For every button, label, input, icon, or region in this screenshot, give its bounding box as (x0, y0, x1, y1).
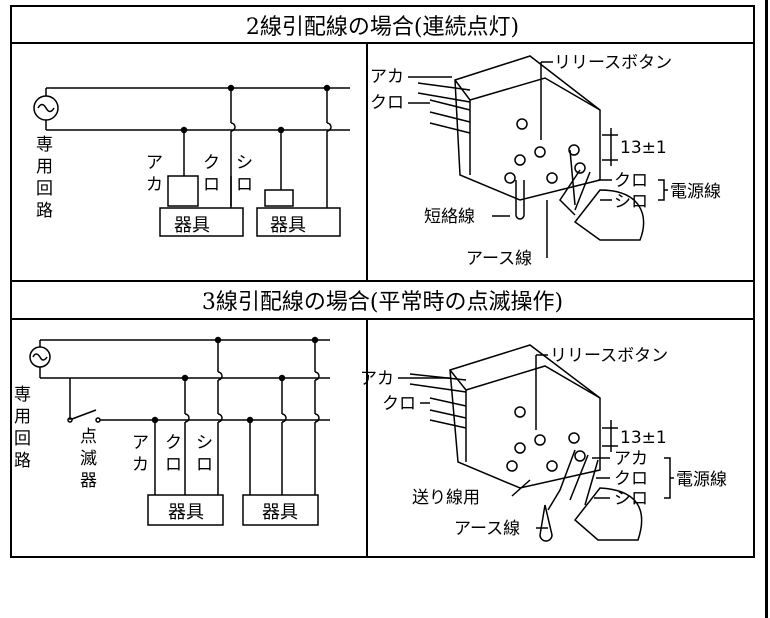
terminal1-power-kuro: クロ (614, 171, 648, 191)
terminal2-wire-aka: アカ (360, 369, 394, 389)
terminal2-release-button-label: リリースボタン (550, 346, 668, 366)
terminal1-earth-wire: アース線 (466, 249, 532, 269)
circuit1-wire-aka: ア (146, 153, 163, 173)
circuit1-device-2: 器具 (270, 215, 306, 236)
circuit2-switch-label-char1: 点 (80, 427, 97, 447)
outer-frame (10, 5, 755, 558)
svg-text:用: 用 (36, 157, 53, 177)
terminal1-wire-kuro: クロ (370, 93, 404, 113)
section-divider (12, 280, 753, 282)
svg-text:滅: 滅 (80, 449, 97, 469)
circuit1-device-1: 器具 (174, 215, 210, 236)
circuit1-wire-shiro: シ (236, 153, 253, 173)
section2-column-divider (366, 320, 368, 556)
section1-title-divider (12, 42, 753, 44)
section2-terminal-drawing (398, 344, 674, 542)
section1-circuit (33, 84, 350, 237)
terminal2-power-aka: アカ (614, 449, 648, 469)
terminal2-power-shiro: シロ (614, 489, 648, 509)
terminal2-wire-kuro: クロ (382, 394, 416, 414)
terminal2-strip-length: 13±1 (620, 428, 667, 448)
svg-text:路: 路 (14, 451, 31, 471)
terminal1-strip-length: 13±1 (620, 138, 667, 158)
svg-text:器: 器 (80, 471, 97, 491)
terminal1-release-button-label: リリースボタン (554, 53, 672, 73)
svg-text:ロ: ロ (236, 175, 253, 195)
terminal2-feed-wire: 送り線用 (412, 488, 480, 508)
circuit2-wire-shiro: シ (196, 433, 213, 453)
circuit1-wire-kuro: ク (203, 153, 220, 173)
svg-text:路: 路 (36, 201, 53, 221)
circuit2-wire-kuro: ク (165, 433, 182, 453)
svg-text:用: 用 (14, 407, 31, 427)
svg-text:カ: カ (146, 175, 163, 195)
section2-circuit (29, 336, 330, 526)
section2-title-divider (12, 318, 753, 320)
terminal2-power-kuro: クロ (614, 469, 648, 489)
circuit2-device-2: 器具 (262, 502, 298, 523)
section1-title: 2線引配線の場合(連続点灯) (245, 15, 520, 40)
terminal1-wire-aka: アカ (370, 67, 404, 87)
circuit2-device-1: 器具 (168, 502, 204, 523)
section1-column-divider (366, 44, 368, 280)
terminal1-power-shiro: シロ (614, 192, 648, 212)
svg-text:ロ: ロ (196, 455, 213, 475)
svg-text:ロ: ロ (165, 455, 182, 475)
page-edge-bar (765, 0, 768, 618)
terminal1-short-wire: 短絡線 (424, 207, 475, 227)
circuit2-source-label-char1: 専 (14, 385, 31, 405)
svg-text:カ: カ (132, 455, 149, 475)
circuit2-wire-aka: ア (132, 433, 149, 453)
circuit1-source-label-char1: 専 (36, 135, 53, 155)
svg-text:回: 回 (36, 179, 53, 199)
terminal1-power-label: 電源線 (670, 182, 721, 202)
section1-terminal-drawing (408, 55, 668, 258)
section2-title: 3線引配線の場合(平常時の点滅操作) (201, 290, 564, 315)
svg-text:ロ: ロ (203, 175, 220, 195)
terminal2-earth-wire: アース線 (454, 519, 520, 539)
svg-text:回: 回 (14, 429, 31, 449)
terminal2-power-label: 電源線 (676, 470, 727, 490)
